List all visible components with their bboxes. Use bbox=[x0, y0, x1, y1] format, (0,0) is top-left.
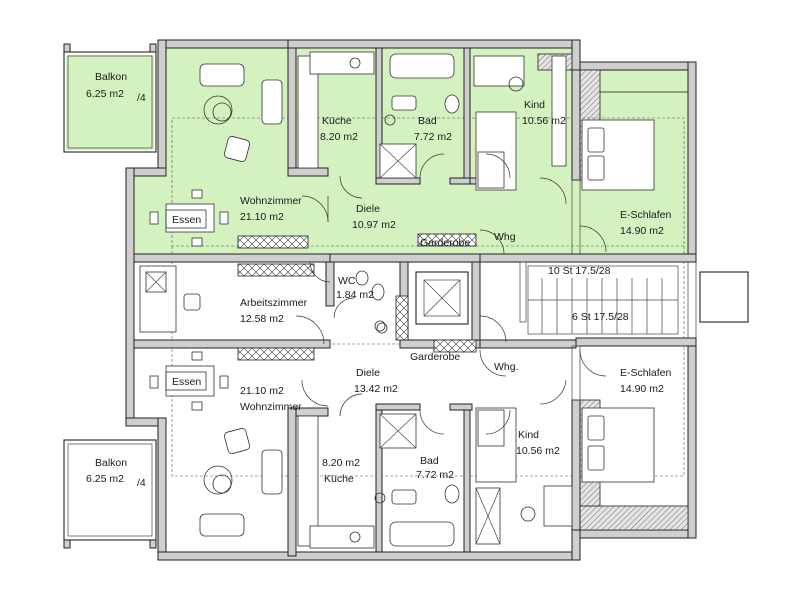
door-swings bbox=[295, 153, 607, 435]
balkon-upper-suffix: /4 bbox=[137, 92, 146, 104]
staircase bbox=[527, 265, 679, 335]
garderobe-upper-label: Garderobe bbox=[420, 237, 470, 249]
whg-lower-label: Whg. bbox=[494, 361, 519, 373]
schlafen-upper-name: E-Schlafen bbox=[620, 209, 672, 221]
schlafen-lower-name: E-Schlafen bbox=[620, 367, 672, 379]
diele-lower-area: 13.42 m2 bbox=[354, 383, 398, 395]
kind-lower-name: Kind bbox=[518, 429, 539, 441]
schlafen-upper-area: 14.90 m2 bbox=[620, 225, 664, 237]
balcony-upper bbox=[63, 43, 157, 153]
essen-upper-label: Essen bbox=[172, 214, 201, 226]
kind-upper-name: Kind bbox=[524, 99, 545, 111]
bad-lower-name: Bad bbox=[420, 455, 439, 467]
arbeitszimmer-area: 12.58 m2 bbox=[240, 313, 284, 325]
balkon-upper-area: 6.25 m2 bbox=[86, 88, 124, 100]
diele-lower-name: Diele bbox=[356, 367, 380, 379]
stair-bottom-label: 6 St 17.5/28 bbox=[572, 311, 629, 323]
kueche-upper-name: Küche bbox=[322, 115, 352, 127]
balcony-lower bbox=[63, 439, 157, 549]
wohnzimmer-lower-area: 21.10 m2 bbox=[240, 385, 284, 397]
balkon-lower-name: Balkon bbox=[95, 457, 127, 469]
wc-name: WC bbox=[338, 275, 356, 287]
arbeitszimmer-name: Arbeitszimmer bbox=[240, 297, 308, 309]
essen-lower-label: Essen bbox=[172, 376, 201, 388]
wohnzimmer-upper-name: Wohnzimmer bbox=[240, 195, 302, 207]
kueche-lower-area: 8.20 m2 bbox=[322, 457, 360, 469]
balkon-upper-name: Balkon bbox=[95, 71, 127, 83]
schlafen-lower-area: 14.90 m2 bbox=[620, 383, 664, 395]
built-in-cabinets bbox=[237, 233, 477, 361]
lower-unit-labels: Essen 21.10 m2 Wohnzimmer Diele 13.42 m2… bbox=[86, 351, 672, 489]
bad-lower-area: 7.72 m2 bbox=[416, 469, 454, 481]
upper-unit-labels: Balkon 6.25 m2 /4 Küche 8.20 m2 Bad 7.72… bbox=[86, 71, 672, 249]
core-labels: WC 1.84 m2 Arbeitszimmer 12.58 m2 10 St … bbox=[240, 265, 629, 325]
kueche-lower-name: Küche bbox=[324, 473, 354, 485]
stair-top-label: 10 St 17.5/28 bbox=[548, 265, 611, 277]
essen-boxes bbox=[165, 209, 207, 391]
kueche-upper-area: 8.20 m2 bbox=[320, 131, 358, 143]
garderobe-lower-label: Garderobe bbox=[410, 351, 460, 363]
whg-upper-label: Whg bbox=[494, 231, 516, 243]
wc-area: 1.84 m2 bbox=[336, 289, 374, 301]
diele-upper-area: 10.97 m2 bbox=[352, 219, 396, 231]
kind-upper-area: 10.56 m2 bbox=[522, 115, 566, 127]
wohnzimmer-lower-name: Wohnzimmer bbox=[240, 401, 302, 413]
bad-upper-area: 7.72 m2 bbox=[414, 131, 452, 143]
diele-upper-name: Diele bbox=[356, 203, 380, 215]
balkon-lower-area: 6.25 m2 bbox=[86, 473, 124, 485]
wohnzimmer-upper-area: 21.10 m2 bbox=[240, 211, 284, 223]
balkon-lower-suffix: /4 bbox=[137, 477, 146, 489]
bad-upper-name: Bad bbox=[418, 115, 437, 127]
kind-lower-area: 10.56 m2 bbox=[516, 445, 560, 457]
elevator-shaft bbox=[415, 271, 469, 325]
side-balcony-right bbox=[699, 271, 749, 323]
